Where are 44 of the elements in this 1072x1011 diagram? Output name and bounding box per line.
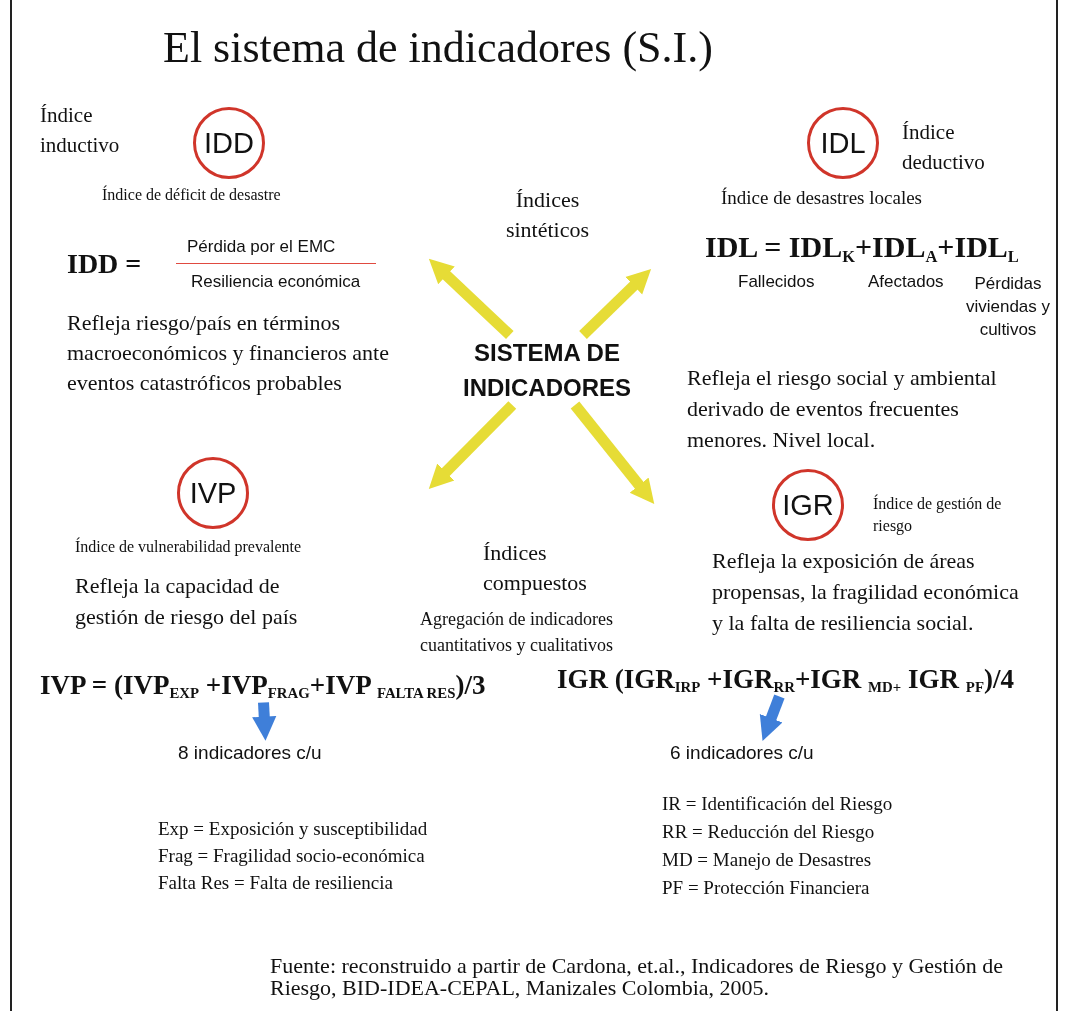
term-label: Afectados (868, 272, 944, 292)
indicator-count: 6 indicadores c/u (670, 742, 846, 764)
formula: IDL = IDL$_{K}$+IDL$_{A}$+IDL$_{L}$ (705, 230, 1019, 267)
index-circle: IVP (177, 457, 249, 529)
description: Refleja la capacidad de gestión de riesgo del país (75, 572, 299, 631)
title: El sistema de indicadores (S.I.) (163, 22, 713, 73)
definition: PF = Protección Financiera (662, 877, 870, 899)
index-name: Índice de vulnerabilidad prevalente (75, 538, 302, 556)
definition: MD = Manejo de Desastres (662, 849, 872, 871)
arrow (428, 401, 517, 490)
formula: IVP = (IVP$_{EXP}$ +IVP$_{FRAG}$+IVP $_{FALTA RES}$)/3 (40, 670, 486, 703)
formula: IDD = (67, 248, 142, 280)
arrow (579, 268, 652, 339)
formula: IGR (IGR$_{IRP}$ +IGR$_{RR}$+IGR $_{MD+}$ IGR $_{PF}$)/4 (557, 664, 1014, 697)
definition: Exp = Exposición y susceptibilidad (158, 818, 428, 840)
definition: Falta Res = Falta de resiliencia (158, 872, 393, 894)
arrow (252, 702, 277, 741)
index-circle: IGR (772, 469, 844, 541)
fraction-numerator: Pérdida por el EMC (187, 237, 336, 257)
fraction-denominator: Resiliencia económica (191, 272, 361, 292)
description: Refleja el riesgo social y ambiental derivado de eventos frecuentes menores. Nivel local. (687, 364, 998, 454)
index-name: Índice de desastres locales (721, 187, 922, 209)
section-heading: Índices compuestos (483, 539, 588, 597)
arrow (759, 694, 785, 741)
section-heading: Índices sintéticos (504, 186, 591, 244)
definition: RR = Reducción del Riesgo (662, 821, 875, 843)
source-caption: Fuente: reconstruido a partir de Cardona, et.al., Indicadores de Riesgo y Gestión de Riesgo, BID-IDEA-CEPAL, Manizales Colombia, 2005. (270, 955, 1005, 999)
description: Agregación de indicadores cuantitativos y cualitativos (420, 608, 614, 657)
indicator-count: 8 indicadores c/u (178, 742, 354, 764)
description: Refleja riesgo/país en términos macroeconómicos y financieros ante eventos catastróficos probables (67, 309, 390, 397)
index-type: Índice deductivo (902, 119, 986, 176)
definition: IR = Identificación del Riesgo (662, 793, 893, 815)
index-name: Índice de déficit de desastre (102, 186, 281, 204)
index-name: Índice de gestión de riesgo (873, 493, 1003, 537)
index-circle: IDD (193, 107, 265, 179)
definition: Frag = Fragilidad socio-económica (158, 845, 425, 867)
description: Refleja la exposición de áreas propensas, la fragilidad económica y la falta de resiliencia social. (712, 547, 1020, 637)
center-heading: SISTEMA DE INDICADORES (463, 335, 631, 405)
term-label: Pérdidas viviendas y cultivos (964, 273, 1052, 341)
arrow (428, 258, 514, 339)
index-circle: IDL (807, 107, 879, 179)
term-label: Fallecidos (738, 272, 815, 292)
index-type: Índice inductivo (40, 102, 121, 159)
arrow (570, 401, 655, 505)
